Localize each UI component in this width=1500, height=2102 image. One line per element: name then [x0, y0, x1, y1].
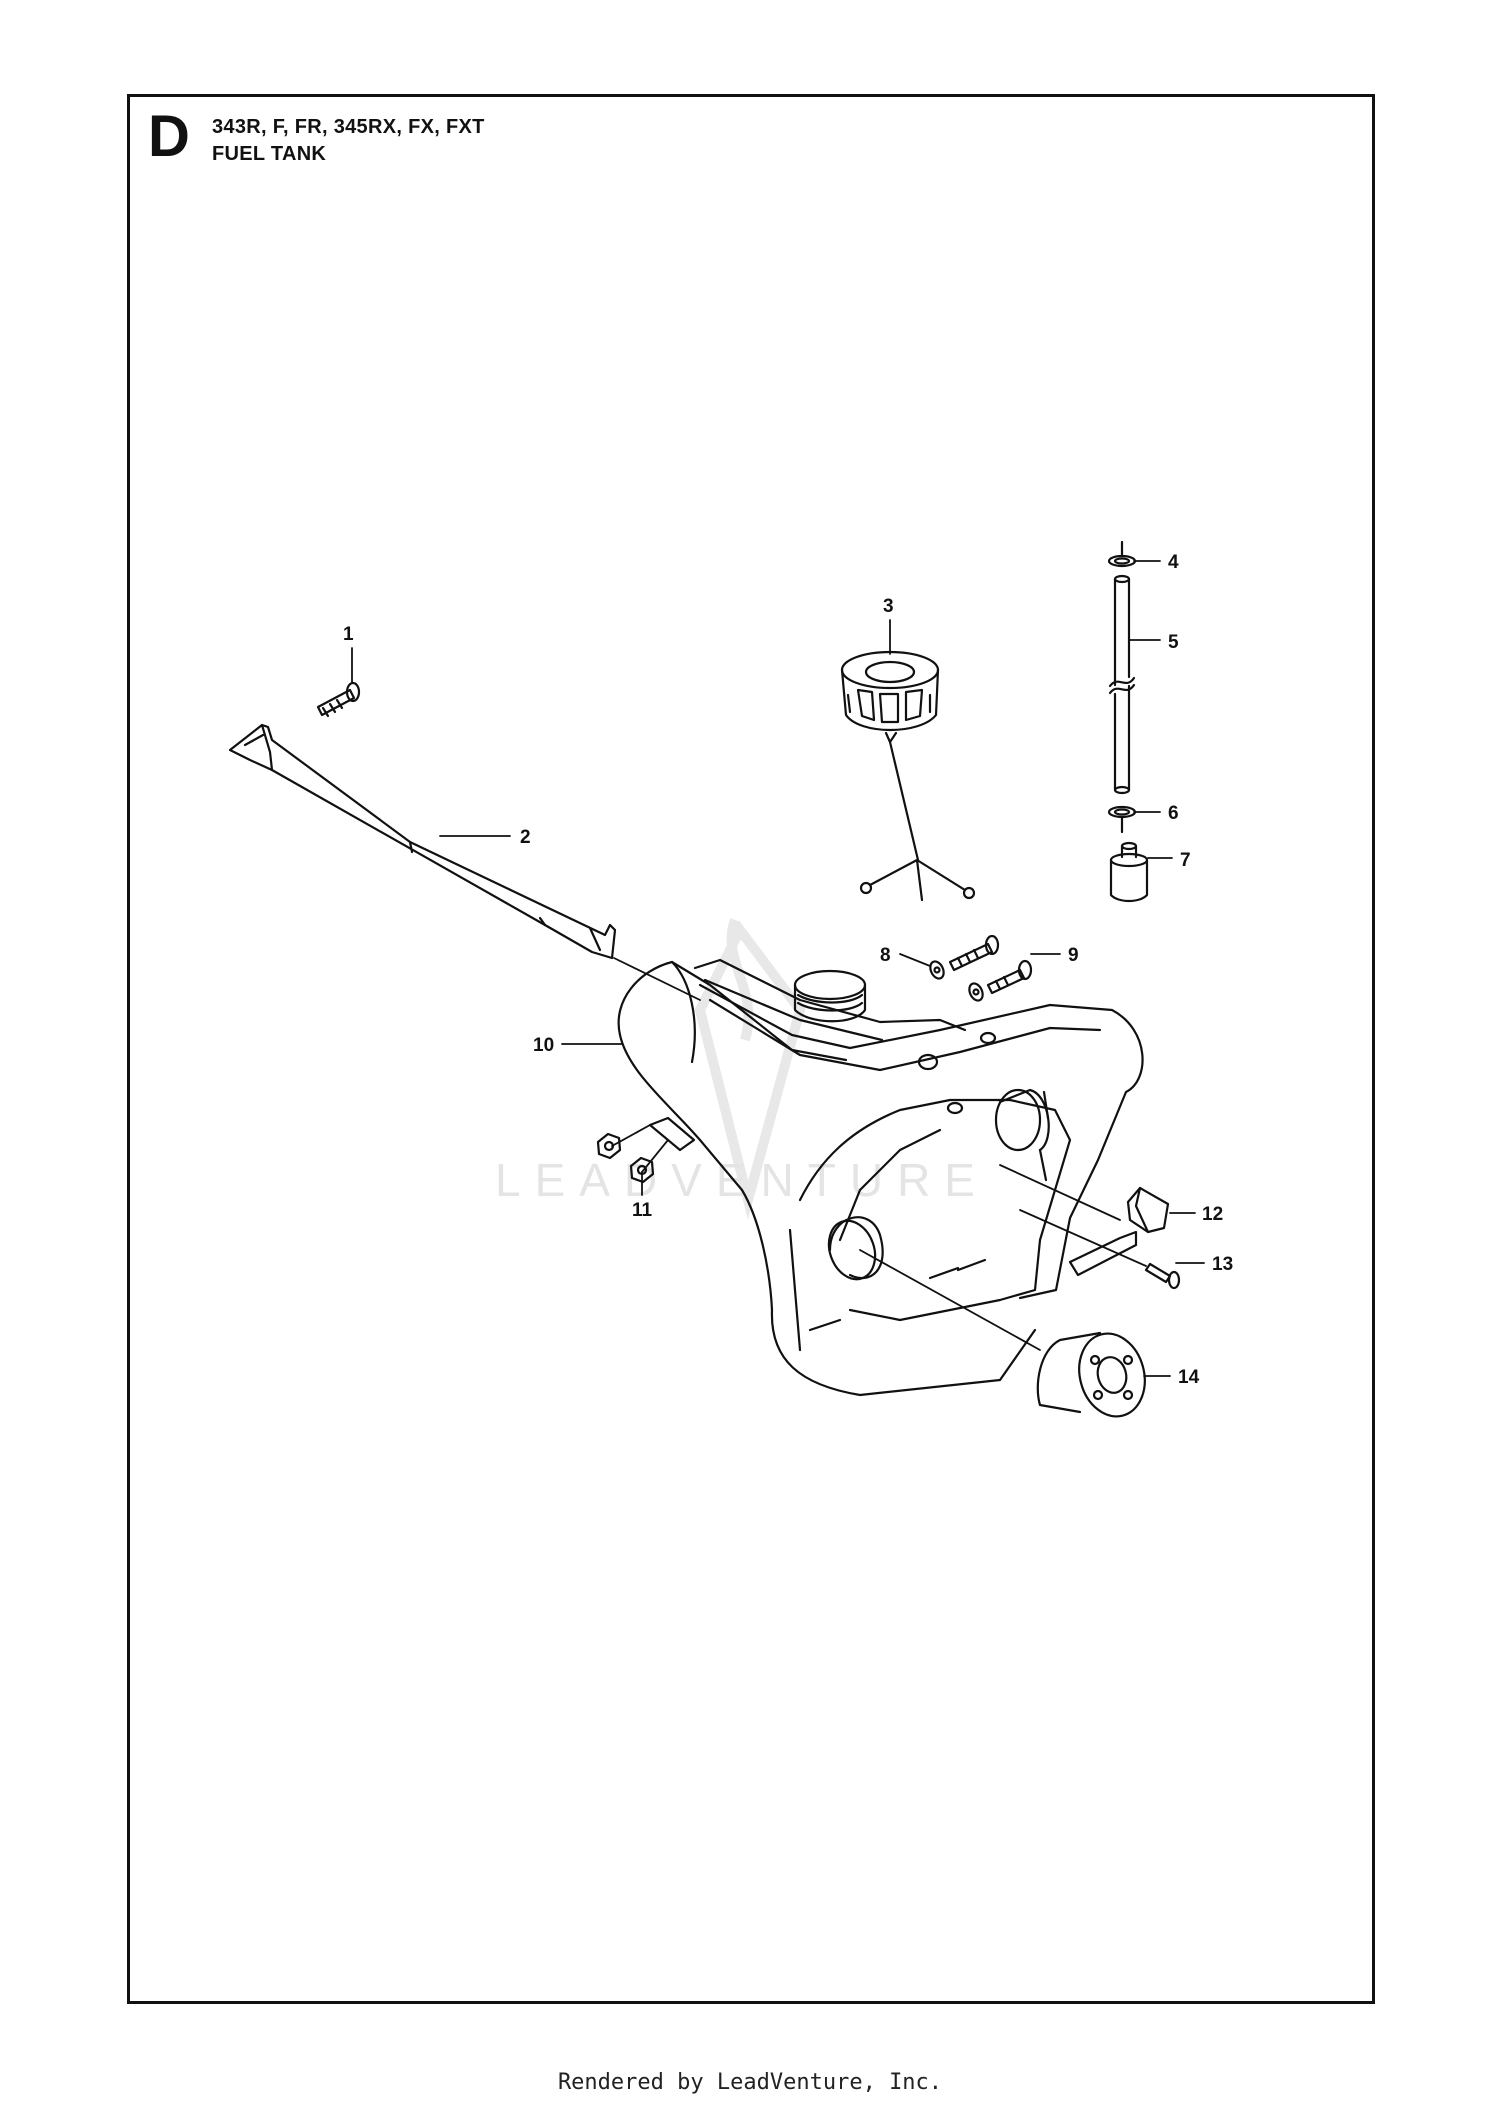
callout-14: 14: [1178, 1367, 1200, 1388]
part-14-damper: [1036, 1331, 1146, 1418]
callout-5: 5: [1168, 632, 1179, 653]
callout-3: 3: [883, 596, 894, 617]
part-5-fuel-hose: [1108, 574, 1136, 795]
section-letter: D: [148, 104, 190, 169]
part-10-fuel-tank: [617, 958, 1144, 1397]
callout-10: 10: [533, 1035, 554, 1056]
callout-12: 12: [1202, 1204, 1223, 1225]
part-8-washer: [929, 934, 1000, 980]
footer-credit: Rendered by LeadVenture, Inc.: [557, 2070, 943, 2095]
part-12-clip: [1068, 1186, 1170, 1277]
part-2-guide-plate: [228, 723, 617, 960]
part-6-o-ring: [1107, 805, 1137, 834]
part-1-screw: [316, 681, 361, 718]
part-4-o-ring: [1107, 540, 1137, 568]
callout-8: 8: [880, 945, 891, 966]
page-title: FUEL TANK: [212, 143, 327, 165]
callout-7: 7: [1180, 850, 1191, 871]
part-9-screw: [968, 959, 1033, 1002]
callouts: 1 2 3 4 5 6 7 8 9 10 11 12 13 14: [343, 552, 1233, 1388]
callout-9: 9: [1068, 945, 1079, 966]
diagram-frame: [127, 94, 1375, 2004]
watermark-text: LEADVENTURE: [495, 1154, 989, 1206]
callout-6: 6: [1168, 803, 1179, 824]
part-7-fuel-filter: [1109, 841, 1149, 903]
part-3-fuel-cap: [840, 650, 976, 902]
callout-11: 11: [632, 1200, 653, 1221]
part-13-screw: [1144, 1262, 1181, 1290]
model-list: 343R, F, FR, 345RX, FX, FXT: [212, 116, 485, 138]
leader-lines: [351, 560, 1205, 1377]
callout-1: 1: [343, 624, 354, 645]
callout-2: 2: [520, 827, 531, 848]
callout-13: 13: [1212, 1254, 1233, 1275]
callout-4: 4: [1168, 552, 1179, 573]
